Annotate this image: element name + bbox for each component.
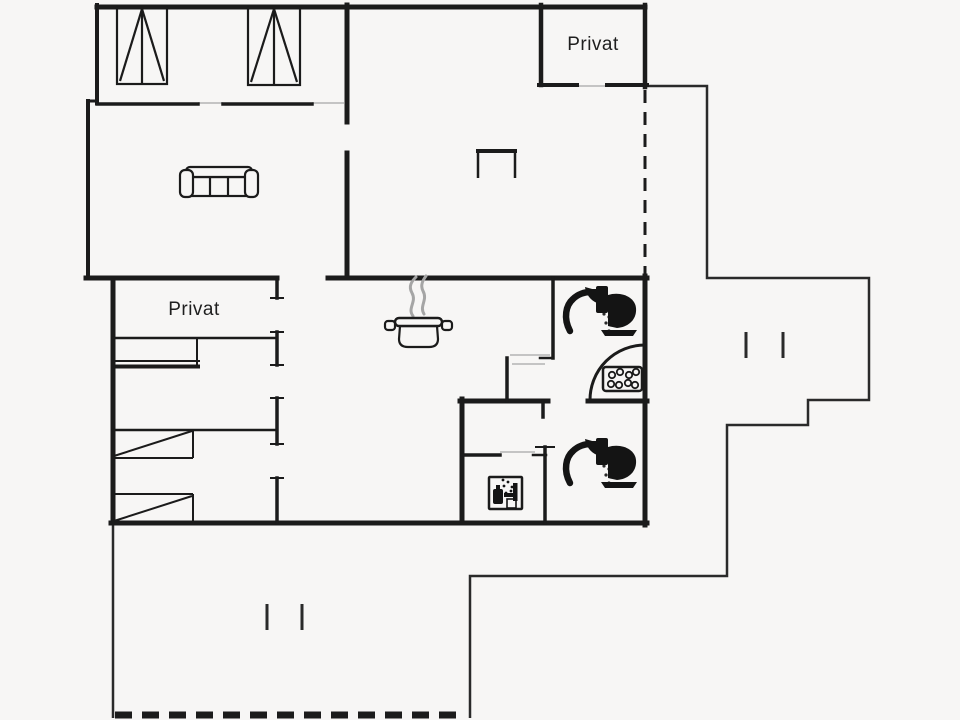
- washing-machine-icon: [487, 475, 524, 511]
- terrace-opening-ticks: [265, 332, 785, 630]
- shower-icon-toilet-icon-bath2: [566, 438, 637, 488]
- sofa-icon: [178, 165, 260, 199]
- room-label-privat-left: Privat: [168, 299, 220, 320]
- door-thresholds: [198, 85, 607, 453]
- steam-icon: [408, 274, 428, 318]
- privat-room-walls: [537, 2, 649, 90]
- bed-icon: [113, 338, 200, 369]
- wardrobe-icon: [246, 6, 302, 87]
- bunk-bed-icon: [113, 430, 194, 459]
- interior-walls: [95, 2, 650, 526]
- corridor-wall: [270, 278, 284, 525]
- terrace-outline: [111, 84, 871, 718]
- exterior-walls: [83, 3, 650, 528]
- fireplace-icon: [476, 149, 517, 178]
- cooking-pot-icon: [383, 274, 454, 349]
- bunk-bed-icon: [113, 493, 194, 523]
- room-label-privat-top: Privat: [567, 34, 619, 55]
- shower-tray-bubbles-icon: [601, 365, 644, 393]
- shower-icon-toilet-icon-bath1: [566, 286, 637, 336]
- corner-shower-arc: [588, 343, 646, 401]
- wardrobe-icon: [115, 6, 169, 86]
